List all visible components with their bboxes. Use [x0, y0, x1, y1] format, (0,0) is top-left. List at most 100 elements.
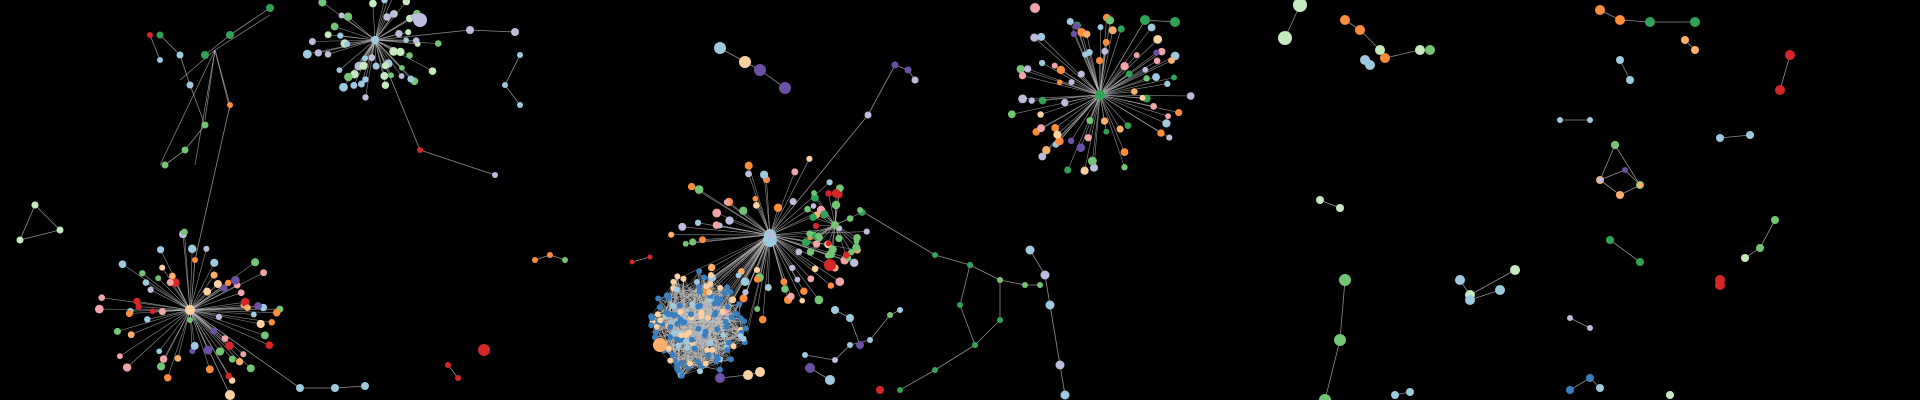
graph-node[interactable]	[665, 295, 672, 302]
graph-node[interactable]	[98, 294, 106, 302]
graph-node[interactable]	[210, 327, 218, 335]
graph-node[interactable]	[308, 38, 316, 45]
graph-node[interactable]	[707, 263, 716, 272]
graph-node[interactable]	[1045, 300, 1055, 310]
graph-node[interactable]	[1455, 275, 1465, 285]
graph-node[interactable]	[1025, 245, 1035, 255]
graph-node[interactable]	[737, 315, 744, 322]
graph-node[interactable]	[852, 243, 861, 252]
graph-node[interactable]	[696, 268, 703, 275]
graph-node[interactable]	[655, 295, 662, 302]
graph-node[interactable]	[466, 26, 474, 34]
graph-node[interactable]	[688, 311, 694, 318]
graph-node[interactable]	[725, 216, 734, 225]
graph-node[interactable]	[677, 316, 684, 323]
graph-node[interactable]	[1465, 295, 1475, 305]
graph-node[interactable]	[904, 66, 912, 74]
graph-node[interactable]	[1103, 128, 1110, 135]
graph-node[interactable]	[1095, 57, 1104, 65]
graph-node[interactable]	[1016, 64, 1025, 74]
graph-node[interactable]	[716, 366, 723, 373]
graph-node[interactable]	[1105, 16, 1115, 25]
graph-node[interactable]	[1616, 56, 1624, 64]
graph-node[interactable]	[478, 344, 490, 356]
graph-node[interactable]	[742, 325, 749, 332]
graph-node[interactable]	[1606, 236, 1614, 244]
graph-node[interactable]	[413, 13, 427, 27]
graph-node[interactable]	[1083, 30, 1091, 38]
graph-node[interactable]	[727, 288, 734, 295]
graph-node[interactable]	[867, 337, 873, 343]
graph-node[interactable]	[210, 271, 218, 279]
graph-node[interactable]	[244, 304, 251, 311]
graph-node[interactable]	[1157, 47, 1166, 56]
graph-node[interactable]	[1051, 62, 1058, 69]
graph-node[interactable]	[755, 367, 765, 377]
graph-node[interactable]	[1055, 360, 1065, 370]
graph-node[interactable]	[972, 342, 978, 348]
graph-node[interactable]	[1153, 57, 1161, 65]
graph-node[interactable]	[1170, 17, 1180, 27]
graph-node[interactable]	[653, 338, 667, 352]
graph-node[interactable]	[715, 298, 722, 305]
graph-node[interactable]	[674, 273, 681, 280]
graph-node[interactable]	[853, 238, 860, 245]
graph-node[interactable]	[856, 341, 864, 349]
graph-node[interactable]	[1756, 244, 1764, 252]
graph-node[interactable]	[802, 352, 808, 358]
graph-node[interactable]	[649, 315, 655, 322]
graph-node[interactable]	[810, 203, 817, 209]
graph-node[interactable]	[739, 294, 748, 303]
graph-node[interactable]	[337, 32, 344, 39]
graph-node[interactable]	[697, 302, 703, 309]
graph-node[interactable]	[402, 0, 410, 6]
graph-node[interactable]	[1066, 17, 1074, 26]
graph-node[interactable]	[201, 51, 209, 59]
graph-node[interactable]	[203, 345, 213, 355]
graph-node[interactable]	[532, 257, 538, 263]
graph-node[interactable]	[754, 306, 761, 312]
graph-node[interactable]	[215, 347, 225, 356]
graph-node[interactable]	[225, 390, 235, 400]
graph-node[interactable]	[1691, 46, 1699, 54]
graph-node[interactable]	[804, 205, 811, 213]
graph-node[interactable]	[831, 188, 841, 198]
graph-node[interactable]	[725, 339, 732, 346]
graph-node[interactable]	[667, 324, 674, 330]
graph-node[interactable]	[1142, 66, 1149, 73]
graph-node[interactable]	[205, 365, 214, 374]
graph-node[interactable]	[847, 342, 853, 348]
graph-node[interactable]	[399, 64, 405, 71]
graph-node[interactable]	[185, 305, 195, 315]
graph-node[interactable]	[759, 170, 769, 179]
graph-node[interactable]	[745, 170, 752, 178]
graph-node[interactable]	[723, 199, 731, 206]
graph-node[interactable]	[511, 28, 519, 36]
graph-node[interactable]	[795, 248, 803, 256]
graph-node[interactable]	[848, 249, 855, 256]
graph-node[interactable]	[702, 360, 709, 367]
graph-node[interactable]	[712, 309, 719, 316]
graph-node[interactable]	[405, 29, 412, 36]
graph-node[interactable]	[781, 285, 789, 293]
graph-node[interactable]	[1121, 164, 1128, 171]
graph-node[interactable]	[743, 370, 753, 380]
graph-node[interactable]	[1150, 103, 1157, 110]
graph-node[interactable]	[350, 81, 358, 89]
graph-node[interactable]	[1597, 177, 1603, 183]
graph-node[interactable]	[1125, 70, 1133, 78]
graph-node[interactable]	[1100, 117, 1109, 125]
graph-node[interactable]	[56, 226, 64, 234]
graph-node[interactable]	[1095, 90, 1105, 100]
graph-node[interactable]	[272, 308, 281, 317]
graph-node[interactable]	[314, 49, 322, 57]
graph-node[interactable]	[652, 329, 659, 336]
graph-node[interactable]	[712, 221, 721, 229]
graph-node[interactable]	[709, 346, 716, 353]
graph-node[interactable]	[157, 246, 165, 254]
graph-node[interactable]	[1775, 85, 1785, 95]
graph-node[interactable]	[787, 292, 795, 301]
graph-node[interactable]	[717, 284, 724, 291]
graph-node[interactable]	[1061, 98, 1069, 107]
graph-node[interactable]	[1616, 191, 1624, 199]
